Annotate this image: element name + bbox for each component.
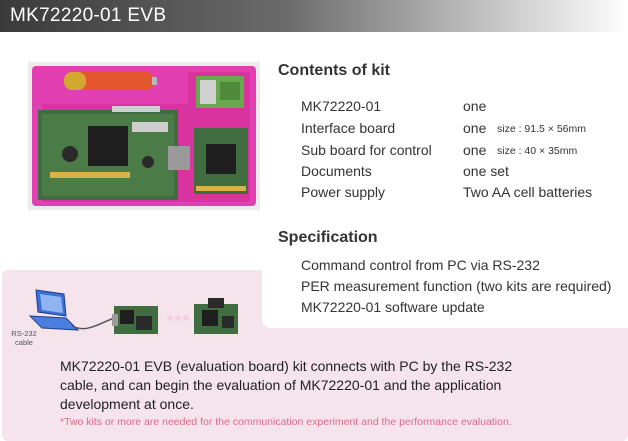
kit-photo	[28, 62, 260, 210]
wireless-signal-icon	[167, 315, 189, 321]
kit-item-name: Power supply	[301, 184, 386, 200]
kit-item-name: Interface board	[301, 120, 396, 136]
sub-board-image	[194, 128, 248, 194]
kit-description: MK72220-01 EVB (evaluation board) kit co…	[60, 358, 513, 412]
kit-item-qty: Two AA cell batteries	[463, 184, 593, 200]
spec-item: MK72220-01 software update	[301, 299, 485, 315]
rs232-cable-label: RS-232 cable	[8, 329, 40, 347]
kit-photo-graphic	[28, 62, 260, 210]
specification-heading: Specification	[278, 229, 378, 246]
spec-panel-background	[262, 266, 628, 328]
kit-item-name: Sub board for control	[301, 142, 432, 158]
footnote: *Two kits or more are needed for the com…	[60, 416, 512, 428]
kit-item-qty: one	[463, 98, 487, 114]
kit-item-qty: one set	[463, 163, 509, 179]
interface-board-image	[38, 106, 190, 200]
rs232-label-line1: RS-232	[11, 329, 37, 338]
kit-item-qty: one	[463, 142, 487, 158]
connection-diagram	[28, 289, 238, 334]
kit-item-size: size : 91.5 × 56mm	[497, 123, 586, 135]
kit-item-size: size : 40 × 35mm	[497, 145, 578, 157]
laptop-icon	[28, 289, 80, 331]
title-bar: MK72220-01 EVB	[0, 0, 628, 32]
kit-item-qty: one	[463, 120, 487, 136]
spec-item: Command control from PC via RS-232	[301, 257, 540, 273]
kit-item-name: MK72220-01	[301, 98, 382, 114]
evb-board-icon	[112, 306, 158, 334]
page-title: MK72220-01 EVB	[10, 5, 167, 26]
rs232-label-line2: cable	[15, 338, 33, 347]
kit-item-name: Documents	[301, 163, 372, 179]
spec-item: PER measurement function (two kits are r…	[301, 278, 612, 294]
evb-board-icon	[194, 298, 238, 334]
contents-heading: Contents of kit	[278, 62, 390, 79]
battery-image	[64, 72, 157, 90]
